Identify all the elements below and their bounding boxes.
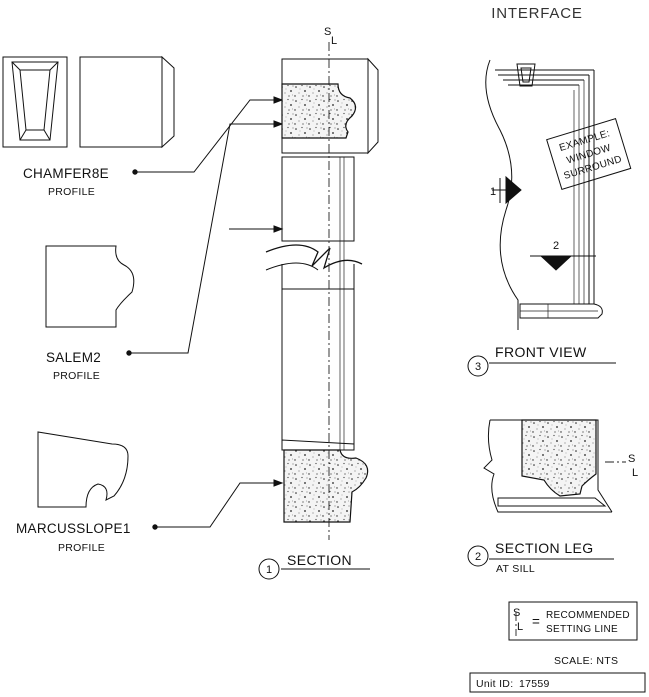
salem-profile-label: PROFILE bbox=[53, 370, 100, 382]
marcus-leader-dot bbox=[152, 524, 158, 530]
front-number: 3 bbox=[475, 361, 481, 373]
scale-label: SCALE: NTS bbox=[554, 655, 618, 667]
interface-heading: INTERFACE bbox=[491, 5, 582, 22]
unit-id-box bbox=[469, 672, 646, 693]
chamfer-leader-line bbox=[137, 99, 282, 173]
legend-equals: = bbox=[532, 614, 540, 629]
salem-leader-line-upper bbox=[131, 123, 282, 354]
marker-2-label: 2 bbox=[553, 240, 559, 252]
section-title: SECTION bbox=[287, 552, 352, 568]
front-view-title: FRONT VIEW bbox=[495, 344, 587, 360]
chamfer-name-label: CHAMFER8E bbox=[23, 166, 109, 181]
section-leg-title: SECTION LEG bbox=[495, 540, 594, 556]
section-number: 1 bbox=[266, 564, 272, 576]
marker-1-triangle bbox=[505, 175, 522, 205]
legend-sl-l: L bbox=[517, 621, 523, 633]
salem-leader-arrow-lower bbox=[273, 225, 284, 233]
salem-name-label: SALEM2 bbox=[46, 350, 101, 365]
legend-box bbox=[508, 601, 638, 641]
section-drawing bbox=[265, 57, 379, 523]
section-number-circle bbox=[258, 558, 280, 580]
section-leg-drawing bbox=[483, 419, 613, 513]
leg-number-circle bbox=[467, 545, 489, 567]
marcus-leader-arrow bbox=[273, 479, 284, 487]
legend-sl-s: S bbox=[513, 607, 520, 619]
section-sl-s: S bbox=[324, 26, 331, 38]
legend-line-1: RECOMMENDED bbox=[546, 610, 630, 621]
salem-leader-arrow-upper bbox=[273, 120, 284, 128]
front-view-drawing bbox=[485, 59, 603, 330]
leg-number: 2 bbox=[475, 551, 481, 563]
legend-line-2: SETTING LINE bbox=[546, 624, 618, 635]
leg-sl-l: L bbox=[632, 467, 638, 479]
marcus-name-label: MARCUSSLOPE1 bbox=[16, 521, 131, 536]
unit-id-value: 17559 bbox=[519, 678, 550, 690]
section-sl-l: L bbox=[331, 35, 337, 47]
chamfer-leader-dot bbox=[132, 169, 138, 175]
chamfer-leader-arrow bbox=[273, 96, 284, 104]
chamfer-profile-drawing bbox=[2, 55, 175, 149]
marcus-profile-label: PROFILE bbox=[58, 542, 105, 554]
chamfer-profile-label: PROFILE bbox=[48, 186, 95, 198]
unit-id-label: Unit ID: bbox=[476, 678, 513, 690]
marker-1-label: 1 bbox=[490, 186, 496, 198]
marcus-leader-line bbox=[157, 482, 282, 528]
salem-profile-drawing bbox=[45, 245, 135, 328]
marker-2-triangle bbox=[539, 255, 573, 271]
salem-leader-dot bbox=[126, 350, 132, 356]
front-number-circle bbox=[467, 355, 489, 377]
section-leg-subtitle: AT SILL bbox=[496, 563, 535, 575]
leg-sl-s: S bbox=[628, 453, 635, 465]
marcus-profile-drawing bbox=[37, 431, 129, 508]
